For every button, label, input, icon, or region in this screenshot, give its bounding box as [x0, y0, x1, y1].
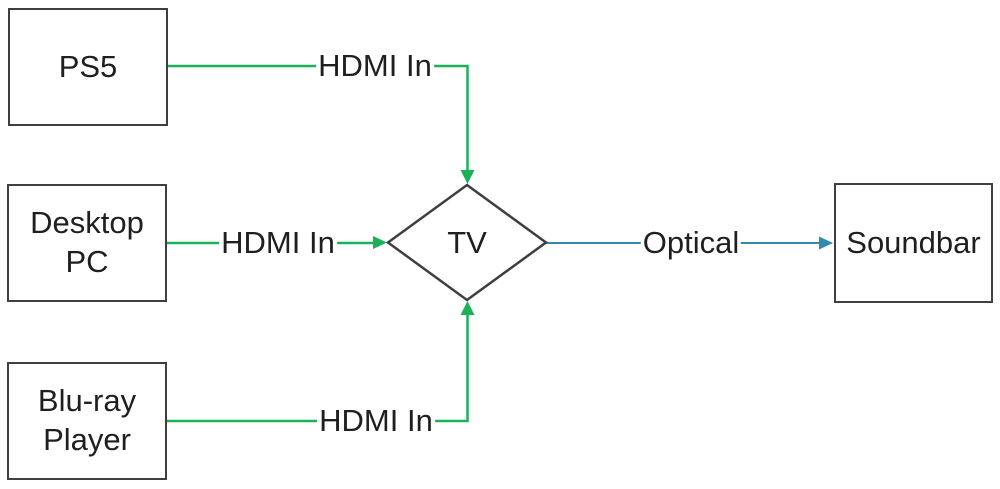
edge-blu-ray-to-tv-line — [167, 314, 469, 423]
node-ps5-label: PS5 — [58, 48, 118, 84]
node-desktop-pc: Desktop PC — [7, 184, 167, 302]
edge-blu-ray-to-tv-arrowhead-icon — [460, 301, 475, 315]
node-blu-ray-player-label: Blu-ray Player — [37, 383, 137, 457]
edge-label-hdmi-in-desktop-pc: HDMI In — [219, 224, 337, 261]
edge-ps5-to-tv-line — [168, 64, 469, 172]
node-soundbar-label: Soundbar — [846, 224, 981, 260]
node-ps5: PS5 — [8, 8, 168, 126]
node-soundbar: Soundbar — [834, 183, 993, 303]
edge-label-hdmi-in-ps5: HDMI In — [316, 47, 434, 84]
node-desktop-pc-label: Desktop PC — [30, 205, 144, 279]
edge-tv-to-soundbar-arrowhead-icon — [819, 236, 833, 250]
edge-ps5-to-tv-arrowhead-icon — [460, 170, 475, 184]
node-tv-label: TV — [447, 225, 487, 260]
node-blu-ray-player: Blu-ray Player — [7, 362, 167, 480]
node-tv-shape — [385, 183, 549, 302]
edge-label-optical: Optical — [640, 224, 742, 261]
edge-label-hdmi-in-blu-ray: HDMI In — [317, 402, 435, 439]
edge-desktop-pc-to-tv-arrowhead-icon — [373, 236, 387, 249]
